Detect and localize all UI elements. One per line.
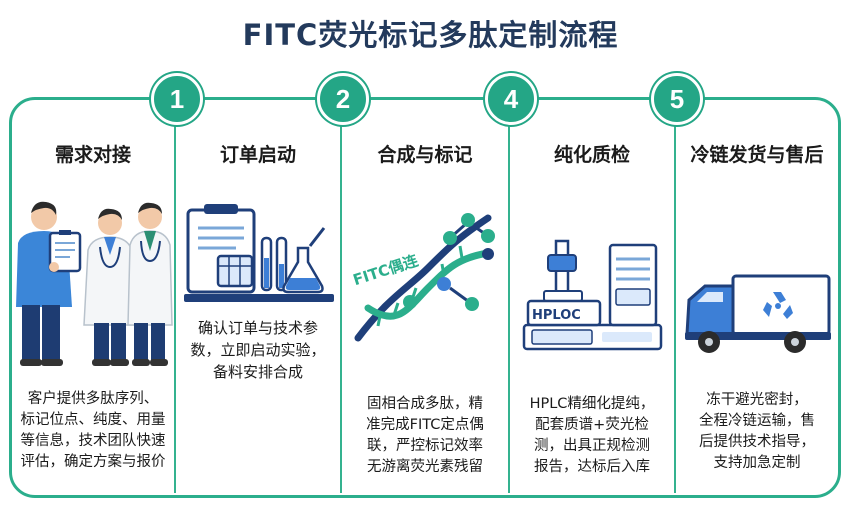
stage-desc-4: HPLC精细化提纯， 配套质谱+荧光检 测，出具正规检测 报告，达标后入库 — [511, 394, 673, 478]
desc-line: 备料安排合成 — [212, 363, 303, 381]
stage-desc-1: 客户提供多肽序列、 标记位点、纯度、用量 等信息，技术团队快速 评估，确定方案与… — [12, 389, 174, 473]
hplc-instrument-label: HPLOC — [532, 308, 581, 323]
desc-line: 联，严控标记效率 — [367, 438, 483, 454]
desc-line: 冻干避光密封， — [706, 392, 808, 408]
stage-title-4: 纯化质检 — [553, 144, 630, 166]
desc-line: 客户提供多肽序列、 — [27, 391, 159, 407]
desc-line: 无游离荧光素残留 — [367, 459, 483, 475]
desc-line: 固相合成多肽，精 — [367, 396, 483, 412]
desc-line: 数，立即启动实验， — [190, 341, 326, 359]
desc-line: 等信息，技术团队快速 — [20, 433, 166, 449]
divider-4 — [674, 103, 676, 493]
stage-desc-3: 固相合成多肽，精 准完成FITC定点偶 联，严控标记效率 无游离荧光素残留 — [344, 394, 506, 478]
desc-line: 准完成FITC定点偶 — [366, 417, 484, 433]
hplc-instrument-icon: HPLOC — [520, 235, 665, 355]
desc-line: 全程冷链运输，售 — [699, 413, 815, 429]
stage-title-1: 需求对接 — [54, 144, 131, 166]
desc-line: 配套质谱+荧光检 — [535, 417, 649, 433]
desc-line: 测，出具正规检测 — [534, 438, 650, 454]
desc-line: 确认订单与技术参 — [197, 319, 318, 337]
stage-title-5: 冷链发货与售后 — [690, 144, 824, 166]
cold-chain-truck-icon — [683, 272, 833, 362]
desc-line: 支持加急定制 — [713, 455, 801, 471]
divider-2 — [340, 103, 342, 493]
stage-desc-5: 冻干避光密封， 全程冷链运输，售 后提供技术指导， 支持加急定制 — [677, 390, 837, 474]
divider-1 — [174, 103, 176, 493]
desc-line: 报告，达标后入库 — [534, 459, 650, 475]
stage-title-2: 订单启动 — [219, 144, 296, 166]
step-badge-3: 4 — [485, 73, 537, 125]
recycle-icon — [763, 292, 793, 319]
divider-3 — [508, 103, 510, 493]
doctors-consultation-icon — [14, 195, 174, 370]
lab-order-icon — [184, 198, 334, 308]
page-title: FITC荧光标记多肽定制流程 — [242, 18, 619, 52]
desc-line: 标记位点、纯度、用量 — [20, 412, 166, 428]
step-badge-4: 5 — [651, 73, 703, 125]
desc-line: HPLC精细化提纯， — [529, 396, 655, 412]
step-badge-2: 2 — [317, 73, 369, 125]
stage-desc-2: 确认订单与技术参 数，立即启动实验， 备料安排合成 — [178, 317, 338, 383]
step-badge-1: 1 — [151, 73, 203, 125]
stage-title-3: 合成与标记 — [377, 144, 473, 166]
dna-molecule-icon: FITC偶连 — [348, 198, 503, 348]
desc-line: 评估，确定方案与报价 — [20, 454, 166, 470]
desc-line: 后提供技术指导， — [699, 434, 815, 450]
